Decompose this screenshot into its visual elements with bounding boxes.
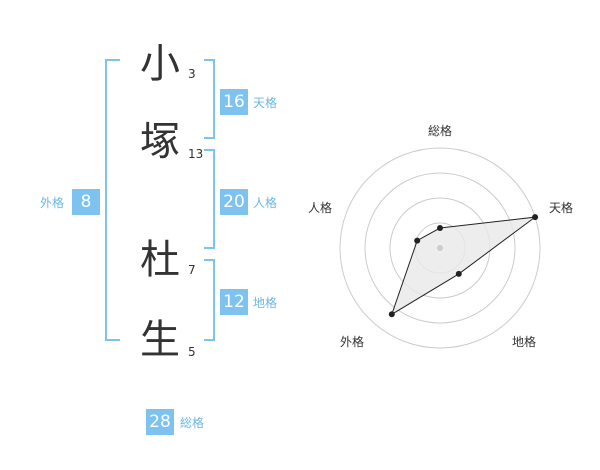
soukaku-value: 28: [146, 409, 174, 435]
gaikaku-bracket: [105, 59, 120, 341]
stroke-count-1: 3: [188, 67, 196, 81]
radar-points: [388, 214, 539, 318]
name-char-4: 生: [140, 317, 180, 363]
tenkaku-bracket: [204, 59, 215, 139]
radar-ring: [339, 147, 541, 349]
radar-label-soukaku: 総格: [428, 124, 453, 138]
gaikaku-label: 外格: [40, 196, 65, 210]
radar-label-tenkaku: 天格: [549, 201, 574, 215]
jinkaku-value: 20: [220, 189, 248, 215]
radar-center-dot: [437, 245, 443, 251]
radar-point-1: [437, 225, 443, 231]
soukaku-label: 総格: [180, 416, 205, 430]
stroke-count-4: 5: [188, 345, 196, 359]
jinkaku-bracket: [204, 149, 215, 249]
radar-label-gaikaku: 外格: [340, 335, 365, 349]
gaikaku-value: 8: [72, 189, 100, 215]
radar-point-4: [388, 311, 395, 318]
tenkaku-label: 天格: [253, 96, 278, 110]
name-char-1: 小: [140, 41, 180, 87]
radar-polygon: [390, 216, 537, 316]
radar-label-chikaku: 地格: [512, 335, 537, 349]
radar-ring: [364, 172, 516, 324]
chikaku-label: 地格: [253, 296, 278, 310]
radar-point-2: [532, 214, 539, 221]
chikaku-bracket: [204, 259, 215, 341]
name-char-2: 塚: [140, 119, 180, 165]
stroke-count-2: 13: [188, 147, 204, 161]
tenkaku-value: 16: [220, 89, 248, 115]
radar-point-5: [414, 237, 421, 244]
chikaku-value: 12: [220, 289, 248, 315]
name-char-3: 杜: [140, 237, 180, 283]
radar-label-jinkaku: 人格: [308, 201, 333, 215]
stroke-count-3: 7: [188, 263, 196, 277]
jinkaku-label: 人格: [253, 196, 278, 210]
radar-point-3: [455, 270, 462, 277]
